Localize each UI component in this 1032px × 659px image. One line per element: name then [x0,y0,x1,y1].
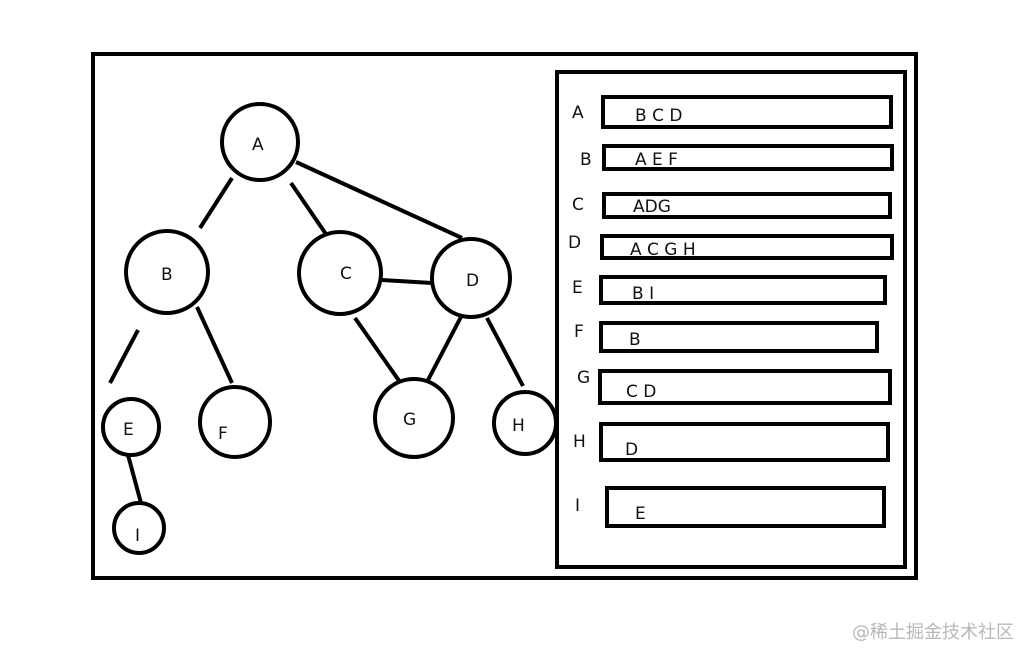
neighbor-box [605,486,886,528]
edge-A-B [198,176,234,230]
vertex-label: E [572,278,583,298]
node-A: A [220,102,300,182]
node-label: B [161,265,173,285]
vertex-label: D [568,233,581,253]
node-C: C [297,230,383,316]
node-E: E [101,397,161,457]
node-label: E [123,420,134,440]
neighbor-list: E [635,504,646,524]
edge-D-G [426,312,465,381]
adjacency-row-G: GC D [577,368,892,405]
edge-C-D [381,278,433,285]
node-I: I [112,501,166,555]
neighbor-box [601,95,893,129]
outer-frame [91,52,918,580]
node-circle [198,385,272,459]
neighbor-box [602,144,894,171]
node-B: B [124,229,210,315]
neighbor-box [598,369,892,405]
neighbor-list: D [625,440,638,460]
node-label: F [218,424,228,444]
edge-C-G [353,316,404,387]
node-circle [101,397,161,457]
vertex-label: I [575,496,580,516]
node-D: D [430,237,512,319]
vertex-label: B [580,150,592,170]
adjacency-row-C: C ADG [572,192,892,219]
edge-A-D [295,160,463,240]
node-circle [430,237,512,319]
neighbor-list: B [629,330,641,350]
node-circle [124,229,210,315]
vertex-label: C [572,195,584,215]
node-label: H [512,416,525,436]
vertex-label: A [572,103,584,123]
watermark: @稀土掘金技术社区 [852,622,1014,643]
neighbor-box [602,192,892,219]
vertex-label: H [573,432,586,452]
node-label: D [466,271,479,291]
node-circle [492,390,558,456]
node-circle [112,501,166,555]
neighbor-list: ADG [633,197,671,217]
node-H: H [492,390,558,456]
neighbor-list: C D [626,382,656,402]
node-label: A [252,135,264,155]
neighbor-box [599,321,879,353]
edge-B-E [108,329,140,384]
neighbor-box [599,422,890,462]
edge-A-C [289,181,332,242]
vertex-label: F [574,322,584,342]
node-circle [297,230,383,316]
node-circle [220,102,300,182]
adjacency-row-A: A B C D [572,95,893,129]
neighbor-list: A E F [635,150,678,170]
node-label: C [340,264,352,284]
adjacency-list-panel [555,70,907,569]
edge-E-I [126,454,143,504]
edge-B-F [195,306,234,384]
neighbor-list: A C G H [630,240,696,260]
neighbor-box [600,234,894,260]
vertex-label: G [577,368,590,388]
node-circle [373,377,455,459]
node-F: F [198,385,272,459]
neighbor-box [599,275,887,305]
neighbor-list: B I [632,284,654,304]
edge-D-H [485,317,525,387]
node-label: I [135,526,140,546]
node-label: G [403,410,416,430]
node-G: G [373,377,455,459]
neighbor-list: B C D [635,106,682,126]
